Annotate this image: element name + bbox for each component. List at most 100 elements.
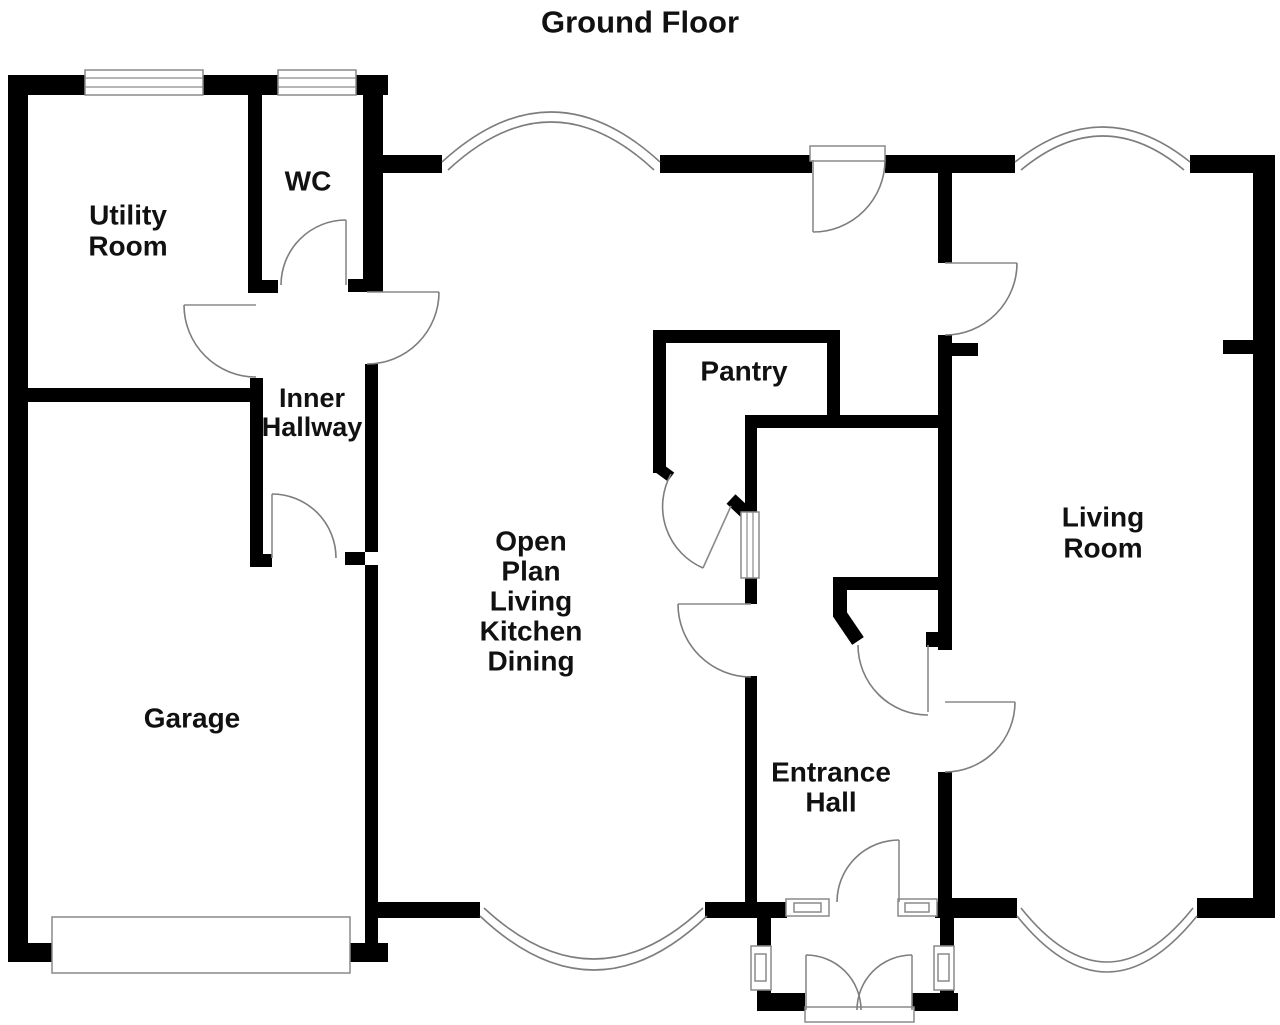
door-pantry <box>661 473 732 569</box>
wall-garage-right <box>365 565 378 943</box>
door-wc <box>280 219 347 286</box>
wall-porch-bottom-left <box>757 993 805 1011</box>
wall-top-segment-3 <box>885 155 1015 173</box>
wall-wc-right <box>363 95 383 292</box>
window-porch-right <box>933 945 955 991</box>
door-openplan-to-entrance <box>677 603 752 678</box>
wall-pantry-left-cap <box>652 461 675 482</box>
room-label-entrance-hall: Entrance Hall <box>771 757 891 818</box>
room-label-garage: Garage <box>144 703 241 734</box>
wall-entrance-bottom-right <box>935 902 952 918</box>
wall-pantry-right <box>827 330 840 420</box>
wall-hallway-left-foot <box>250 554 272 567</box>
door-living-room-bottom <box>944 701 1016 773</box>
room-label-line: Room <box>88 231 167 262</box>
wall-living-divider-c <box>938 427 952 650</box>
door-utility-room <box>183 304 257 378</box>
wall-porch-bottom-right <box>912 993 958 1011</box>
door-living-room-top <box>944 262 1018 336</box>
room-label-pantry: Pantry <box>700 356 788 387</box>
window-porch-left <box>750 945 772 991</box>
wall-outer-left <box>8 75 28 962</box>
wall-garage-bottom-right <box>350 943 388 962</box>
bay-window-top-living <box>1014 126 1191 171</box>
window-front-door-sidelight-left <box>785 898 830 917</box>
room-label-line: Entrance <box>771 757 891 788</box>
garage-door <box>51 916 351 974</box>
wall-cupboard-bottom <box>833 577 947 590</box>
door-porch-double-right <box>856 954 913 1011</box>
wall-living-divider-a <box>938 173 952 263</box>
porch-door-threshold <box>804 1006 915 1023</box>
wall-living-divider-b <box>938 335 952 427</box>
window-front-door-sidelight-right <box>897 898 938 917</box>
door-back <box>812 159 886 233</box>
wall-utility-wc-divider-foot <box>262 280 278 293</box>
wall-living-divider-stub <box>952 343 978 356</box>
wall-top-segment-2 <box>660 155 812 173</box>
room-label-line: Dining <box>487 646 574 677</box>
room-label-line: Kitchen <box>480 616 583 647</box>
room-label-line: Plan <box>501 556 560 587</box>
wall-cupboard-left <box>833 577 847 617</box>
wall-utility-garage-divider <box>8 388 250 402</box>
wall-openplan-bottom <box>365 902 480 918</box>
wall-pantry-top <box>653 330 840 343</box>
back-door-recess <box>809 145 886 162</box>
door-front <box>836 839 900 903</box>
labels: Ground Floor Utility Room WC Inner Hallw… <box>88 5 1144 818</box>
room-label-inner-hallway: Inner Hallway <box>262 383 363 442</box>
door-hallway-to-openplan <box>366 291 440 365</box>
wall-entrance-bottom-left <box>705 902 787 918</box>
wall-hallway-left <box>250 378 263 567</box>
room-label-line: WC <box>285 166 332 197</box>
room-label-open-plan: Open Plan Living Kitchen Dining <box>480 526 583 677</box>
door-hallway-to-garage <box>271 493 337 559</box>
wall-entrance-left-mid <box>745 577 757 604</box>
room-label-line: Pantry <box>700 356 788 387</box>
wall-hallway-right-stub <box>345 552 365 565</box>
walls <box>8 75 1275 1011</box>
bay-window-bottom-living <box>1016 907 1198 973</box>
room-label-line: Hall <box>805 787 856 818</box>
room-label-line: Living <box>490 586 572 617</box>
room-label-line: Hallway <box>262 412 363 442</box>
window-hall-internal <box>740 511 760 579</box>
wall-living-bottom-right <box>1197 898 1275 918</box>
page-title: Ground Floor <box>541 5 739 40</box>
wall-utility-wc-divider <box>248 95 262 293</box>
bay-window-bottom-openplan <box>479 907 708 971</box>
wall-entrance-left-lower <box>745 676 757 902</box>
window-wc <box>277 69 357 96</box>
wall-living-divider-d <box>938 772 952 918</box>
wall-hallway-right-upper <box>365 364 378 552</box>
room-label-line: Garage <box>144 703 241 734</box>
room-label-line: Inner <box>279 383 346 413</box>
wall-pantry-left <box>653 330 666 473</box>
room-label-line: Living <box>1062 502 1144 533</box>
room-label-line: Utility <box>89 200 167 231</box>
wall-living-bottom-left <box>950 898 1017 918</box>
window-utility <box>84 69 204 96</box>
wall-top-segment-1 <box>383 155 442 173</box>
doors <box>183 159 1018 1011</box>
room-label-living-room: Living Room <box>1062 502 1144 564</box>
door-entrance-cupboard <box>857 644 929 716</box>
wall-cupboard-diagonal <box>833 609 864 645</box>
room-label-utility-room: Utility Room <box>88 200 167 262</box>
bay-windows <box>441 111 1198 973</box>
wall-outer-right <box>1253 155 1275 918</box>
wall-wc-right-foot <box>348 279 363 292</box>
door-porch-double-left <box>805 954 862 1011</box>
wall-entrance-top <box>747 415 950 428</box>
windows <box>51 69 955 1023</box>
wall-garage-bottom-left <box>8 943 58 962</box>
room-label-wc: WC <box>285 166 332 197</box>
wall-living-divider-tooth <box>926 632 938 647</box>
room-label-line: Open <box>495 526 567 557</box>
room-label-line: Room <box>1063 533 1142 564</box>
wall-living-room-right-tooth <box>1223 340 1253 354</box>
wall-entrance-left-upper <box>745 415 757 513</box>
